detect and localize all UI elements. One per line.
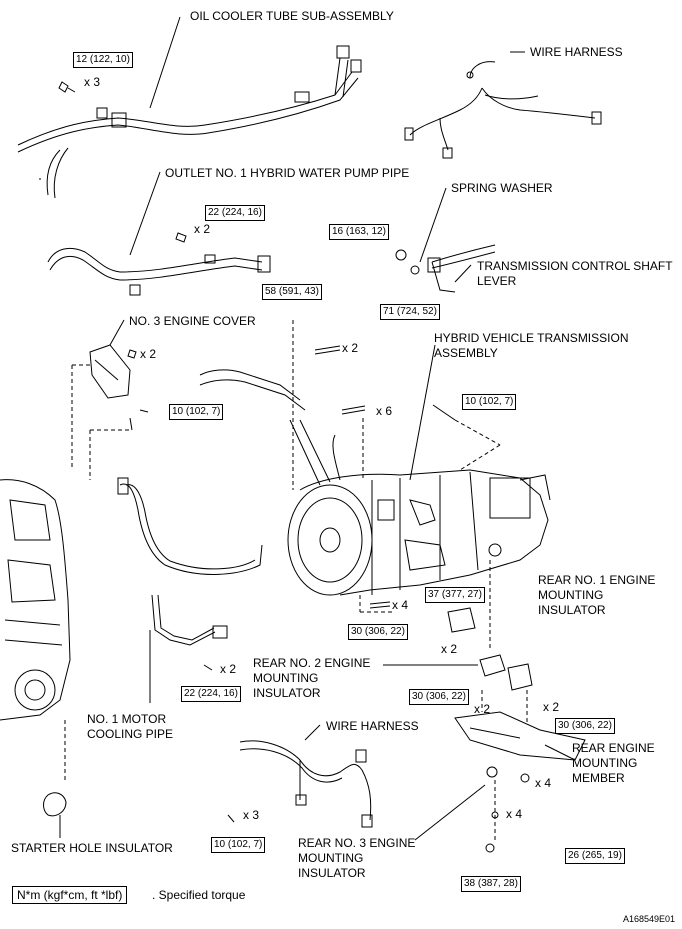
- rear-no1-insulator-label: REAR NO. 1 ENGINE MOUNTING INSULATOR: [538, 573, 656, 617]
- quantity-label: x 6: [376, 404, 393, 418]
- trans-lever-label: TRANSMISSION CONTROL SHAFT LEVER: [477, 259, 673, 288]
- torque-box: 38 (387, 28): [461, 876, 521, 892]
- wire-harness-top-label: WIRE HARNESS: [530, 45, 623, 59]
- torque-box: 30 (306, 22): [555, 718, 615, 734]
- torque-box: 10 (102, 7): [169, 404, 224, 420]
- quantity-label: x 4: [506, 807, 523, 821]
- torque-box: 12 (122, 10): [73, 52, 133, 68]
- torque-box: 37 (377, 27): [425, 587, 485, 603]
- torque-box: 26 (265, 19): [565, 848, 625, 864]
- quantity-label: x 2: [194, 222, 211, 236]
- legend-torque-box: N*m (kgf*cm, ft *lbf): [12, 886, 128, 904]
- motor-cooling-pipe-label: NO. 1 MOTOR COOLING PIPE: [87, 712, 174, 741]
- quantity-label: x 4: [535, 776, 552, 790]
- oil-cooler-tube-label: OIL COOLER TUBE SUB-ASSEMBLY: [190, 9, 394, 23]
- rear-no2-insulator-label: REAR NO. 2 ENGINE MOUNTING INSULATOR: [253, 656, 371, 700]
- figure-id: A168549E01: [623, 914, 676, 924]
- starter-hole-insulator-label: STARTER HOLE INSULATOR: [11, 841, 173, 855]
- control-lever-drawing: [395, 244, 496, 293]
- rear-mounting-member-label: REAR ENGINE MOUNTING MEMBER: [572, 741, 655, 785]
- dashed-lines: [64, 320, 528, 840]
- leader-lines: [39, 16, 576, 841]
- torque-box: 22 (224, 16): [181, 686, 241, 702]
- hv-transmission-label: HYBRID VEHICLE TRANSMISSION ASSEMBLY: [434, 331, 629, 360]
- torque-box: 10 (102, 7): [211, 837, 266, 853]
- quantity-label: x 2: [220, 662, 237, 676]
- engine-cover-label: NO. 3 ENGINE COVER: [129, 314, 256, 328]
- torque-box: 30 (306, 22): [348, 624, 408, 640]
- bolt-symbols: [129, 345, 456, 823]
- outlet-pipe-drawing: [47, 232, 271, 296]
- quantity-label: x 2: [543, 700, 560, 714]
- engine-block-drawing: [0, 479, 71, 721]
- engine-cover-drawing: [89, 344, 137, 399]
- wire-harness-bottom-drawing: [239, 740, 373, 828]
- quantity-label: x 2: [342, 341, 359, 355]
- quantity-label: x 3: [84, 75, 101, 89]
- quantity-label: x 2: [474, 702, 491, 716]
- torque-box: 22 (224, 16): [205, 205, 265, 221]
- quantity-label: x 3: [243, 808, 260, 822]
- spring-washer-label: SPRING WASHER: [451, 181, 553, 195]
- wire-harness-bottom-label: WIRE HARNESS: [326, 719, 419, 733]
- torque-box: 58 (591, 43): [262, 284, 322, 300]
- oil-cooler-tube-drawing: [17, 45, 362, 199]
- motor-cooling-pipe-drawing: [117, 477, 263, 646]
- rear-mount-drawing: [43, 607, 586, 853]
- legend-text: . Specified torque: [152, 888, 246, 902]
- transmission-drawing: [199, 369, 551, 596]
- torque-box: 16 (163, 12): [329, 224, 389, 240]
- outlet-pipe-label: OUTLET NO. 1 HYBRID WATER PUMP PIPE: [165, 166, 410, 180]
- torque-box: 10 (102, 7): [462, 394, 517, 410]
- quantity-label: x 2: [140, 347, 157, 361]
- quantity-label: x 2: [441, 642, 458, 656]
- wire-harness-top-drawing: [404, 61, 602, 159]
- quantity-label: x 4: [392, 598, 409, 612]
- torque-box: 71 (724, 52): [380, 304, 440, 320]
- torque-box: 30 (306, 22): [409, 689, 469, 705]
- rear-no3-insulator-label: REAR NO. 3 ENGINE MOUNTING INSULATOR: [298, 836, 416, 880]
